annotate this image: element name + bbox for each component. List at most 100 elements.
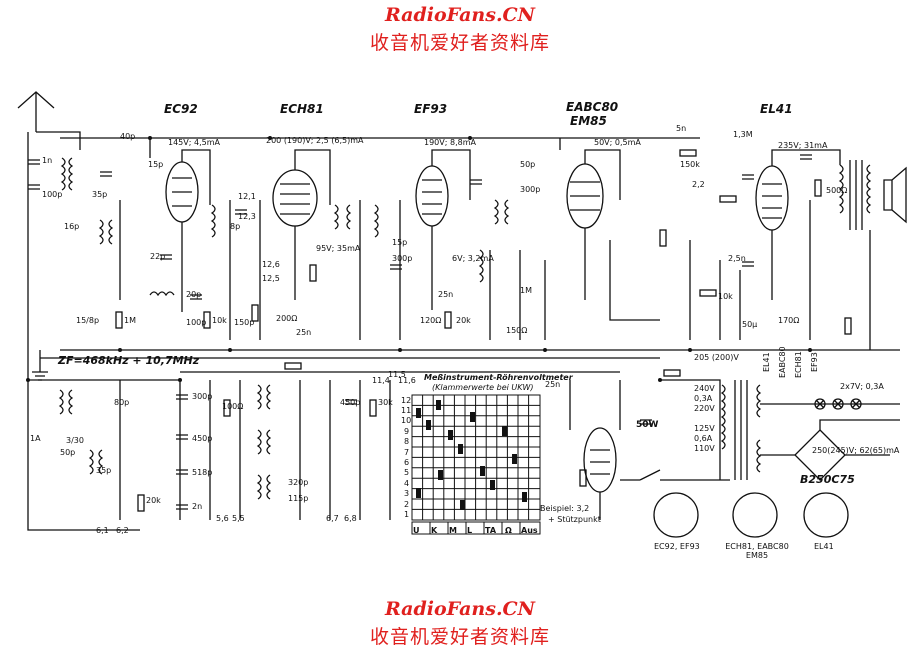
component-value: 40p bbox=[120, 132, 136, 141]
tube-label-el41: EL41 bbox=[760, 102, 793, 116]
hv-label: 250(245)V; 62(65)mA bbox=[812, 446, 900, 455]
component-value: 300p bbox=[520, 185, 541, 194]
component-value: 30k bbox=[378, 398, 393, 407]
component-value: 2,5n bbox=[728, 254, 746, 263]
tube-label-eabc80: EABC80 bbox=[566, 100, 619, 114]
meter-row-label: 2 bbox=[404, 500, 410, 509]
meter-grid bbox=[411, 394, 541, 535]
component-value: 6,7 bbox=[326, 514, 339, 523]
component-value: 50p bbox=[60, 448, 76, 457]
component-value: 1M bbox=[124, 316, 136, 325]
if-frequency-note: ZF=468kHz + 10,7MHz bbox=[58, 354, 200, 367]
antenna-symbol bbox=[17, 91, 55, 132]
footer-site-subtitle: 收音机爱好者资料库 bbox=[369, 626, 550, 648]
component-value: 80p bbox=[114, 398, 130, 407]
tube-label-ef93: EF93 bbox=[414, 102, 448, 116]
socket-ec92-ef93 bbox=[653, 492, 699, 538]
component-value: 500Ω bbox=[826, 186, 848, 195]
mains-tap-label: 240V bbox=[694, 384, 715, 393]
component-value: 6,1 bbox=[96, 526, 109, 535]
component-value: 25n bbox=[296, 328, 312, 337]
mains-tap-label: 110V bbox=[694, 444, 715, 453]
meter-band-label: TA bbox=[485, 526, 497, 535]
meter-row-label: 8 bbox=[404, 437, 410, 446]
meter-support-point: + Stützpunkt bbox=[548, 515, 601, 524]
voltage-el41: 235V; 31mA bbox=[778, 141, 828, 150]
component-value: 10k bbox=[212, 316, 227, 325]
component-value: 115p bbox=[288, 494, 309, 503]
component-value: 150k bbox=[680, 160, 700, 169]
component-value: 6V; 3,2mA bbox=[452, 254, 494, 263]
meter-row-label: 5 bbox=[404, 468, 410, 477]
component-value: 11,5 bbox=[388, 370, 406, 379]
component-value: 150p bbox=[234, 318, 255, 327]
voltage-ef93: 190V; 8,8mA bbox=[424, 138, 476, 147]
component-value: 22p bbox=[150, 252, 166, 261]
footer-site-title: RadioFans.CN bbox=[384, 598, 536, 620]
meter-band-label: M bbox=[449, 526, 457, 535]
component-value: 170Ω bbox=[778, 316, 800, 325]
meter-row-label: 12 bbox=[401, 396, 412, 405]
component-value: 20p bbox=[186, 290, 202, 299]
mains-tap-label: 220V bbox=[694, 404, 715, 413]
socket-el41 bbox=[803, 492, 849, 538]
component-value: 35p bbox=[96, 466, 112, 475]
meter-band-label: L bbox=[467, 526, 473, 535]
speaker-symbol bbox=[883, 166, 907, 224]
component-value: 8p bbox=[230, 222, 241, 231]
voltage-ec92: 145V; 4,5mA bbox=[168, 138, 220, 147]
component-value: 12,5 bbox=[262, 274, 280, 283]
voltage-ech81: 200 (190)V; 2,5 (6,5)mA bbox=[266, 136, 364, 145]
component-value: 12,6 bbox=[262, 260, 280, 269]
socket-label: EL41 bbox=[814, 542, 834, 551]
meter-row-label: 6 bbox=[404, 458, 410, 467]
meter-row-label: 4 bbox=[404, 479, 410, 488]
component-value: 6,2 bbox=[116, 526, 129, 535]
component-value: 1A bbox=[30, 434, 41, 443]
rectifier-label: B250C75 bbox=[800, 473, 855, 486]
component-value: 15p bbox=[392, 238, 408, 247]
pilot-lamp-label: EL41 bbox=[762, 352, 771, 372]
component-value: 320p bbox=[288, 478, 309, 487]
component-value: 15p bbox=[148, 160, 164, 169]
meter-row-label: 11 bbox=[401, 406, 412, 415]
component-value: 450p bbox=[192, 434, 213, 443]
b-plus-label: 205 (200)V bbox=[694, 353, 739, 362]
component-value: 6,8 bbox=[344, 514, 357, 523]
component-value: 120Ω bbox=[420, 316, 442, 325]
component-value: 1,3M bbox=[733, 130, 753, 139]
component-value: 20k bbox=[456, 316, 471, 325]
component-value: 10k bbox=[718, 292, 733, 301]
meter-title: Meßinstrument-Röhrenvoltmeter bbox=[424, 373, 573, 382]
power-rating: 50W bbox=[636, 420, 659, 430]
component-value: 450p bbox=[340, 398, 361, 407]
component-value: 12,3 bbox=[238, 212, 256, 221]
socket-ech81-eabc80-em85 bbox=[732, 492, 778, 538]
tube-label-em85: EM85 bbox=[570, 114, 607, 128]
voltage-eabc80: 50V; 0,5mA bbox=[594, 138, 641, 147]
component-value: 50p bbox=[520, 160, 536, 169]
component-value: 1n bbox=[42, 156, 53, 165]
component-value: 1M bbox=[520, 286, 532, 295]
component-value: 150Ω bbox=[506, 326, 528, 335]
component-value: 5,5 bbox=[232, 514, 245, 523]
ground-symbol bbox=[32, 350, 48, 381]
component-value: 518p bbox=[192, 468, 213, 477]
fuse-label: 0,3A bbox=[694, 394, 713, 403]
tube-ech81-envelope bbox=[272, 169, 318, 227]
meter-band-label: Ω bbox=[505, 526, 512, 535]
component-value: 3/30 bbox=[66, 436, 84, 445]
fuse-label: 0,6A bbox=[694, 434, 713, 443]
meter-band-label: U bbox=[413, 526, 420, 535]
meter-row-label: 3 bbox=[404, 489, 410, 498]
meter-row-label: 10 bbox=[401, 416, 412, 425]
pilot-lamp-label: EF93 bbox=[810, 352, 819, 372]
component-value: 50μ bbox=[742, 320, 758, 329]
meter-example: Beispiel: 3,2 bbox=[540, 504, 590, 513]
component-value: 15/8p bbox=[76, 316, 100, 325]
component-value: 300p bbox=[392, 254, 413, 263]
tube-label-ech81: ECH81 bbox=[280, 102, 324, 116]
component-value: 12,1 bbox=[238, 192, 256, 201]
meter-row-label: 7 bbox=[404, 448, 410, 457]
